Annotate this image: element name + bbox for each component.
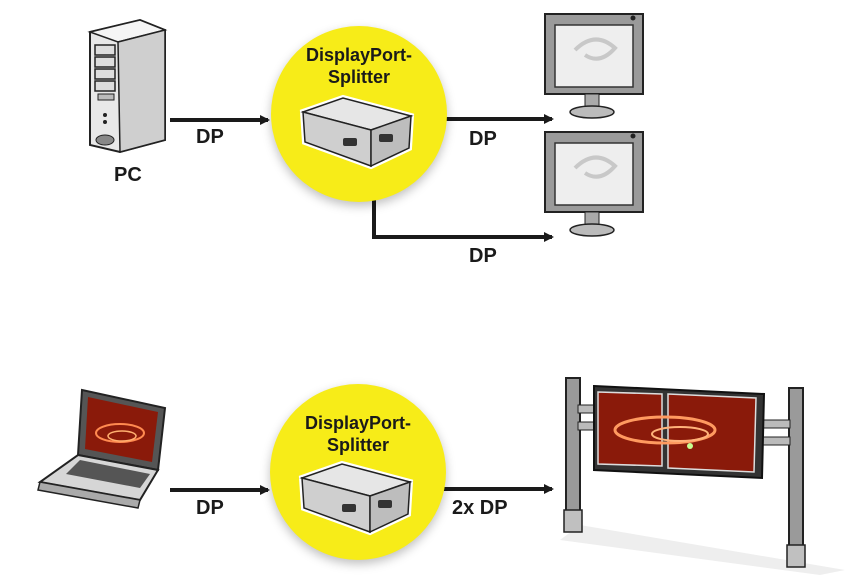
- splitter-title-line1-bottom: DisplayPort-: [304, 413, 412, 433]
- link-out-1-label-top: DP: [469, 128, 497, 150]
- splitter-circle-top: DisplayPort- Splitter: [271, 26, 447, 202]
- splitter-circle-bottom: DisplayPort- Splitter: [270, 384, 446, 560]
- link-in-label-top: DP: [196, 126, 224, 148]
- splitter-title-line1-top: DisplayPort-: [305, 45, 413, 65]
- arrow-splitter-to-monitor-2: [372, 188, 554, 242]
- splitter-title-line2-top: Splitter: [327, 67, 390, 87]
- pc-label: PC: [114, 164, 142, 186]
- link-in-label-bottom: DP: [196, 497, 224, 519]
- splitter-device-icon: [298, 460, 414, 536]
- splitter-device-icon: [299, 94, 415, 170]
- link-out-label-bottom: 2x DP: [452, 497, 508, 519]
- splitter-title-line2-bottom: Splitter: [326, 435, 389, 455]
- link-out-2-label-top: DP: [469, 245, 497, 267]
